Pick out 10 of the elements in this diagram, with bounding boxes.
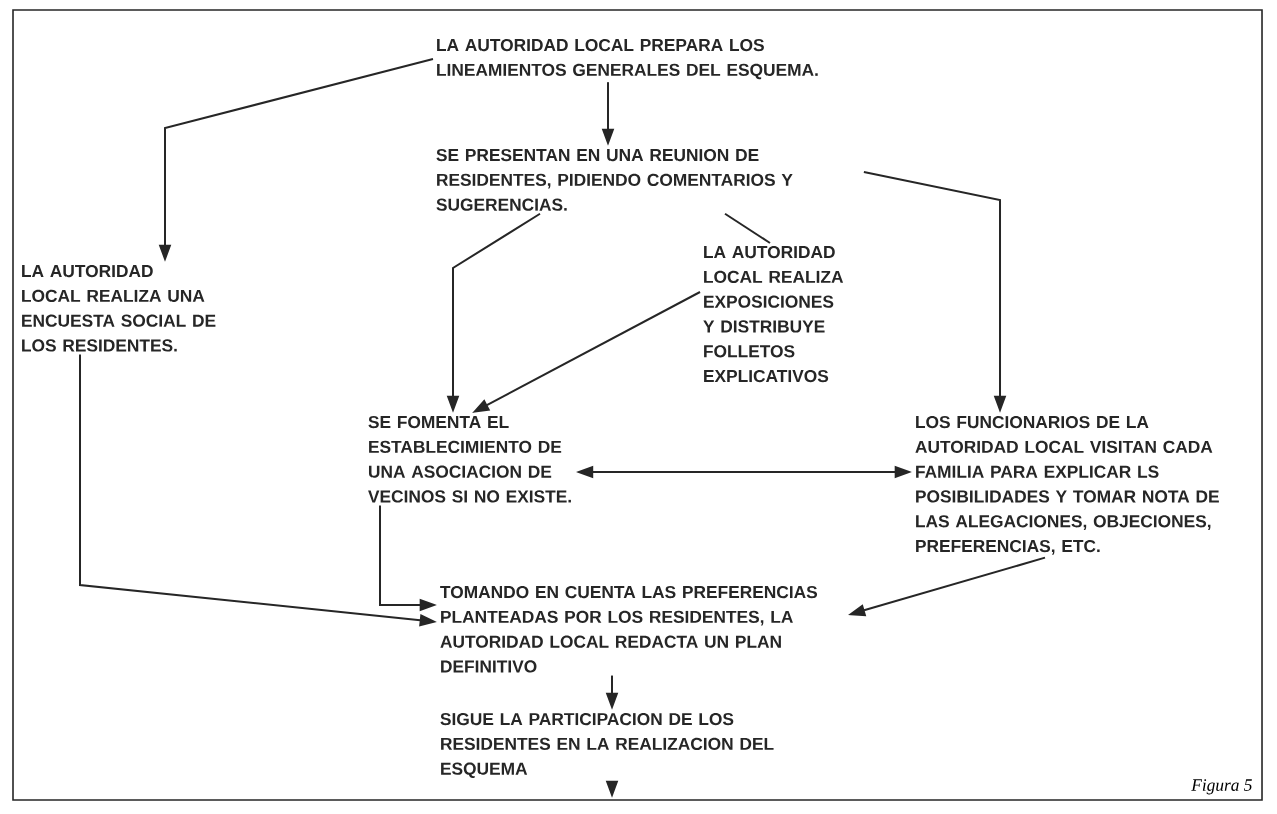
step-text: LA AUTORIDAD LOCAL REALIZA UNA ENCUESTA SOCIAL DE LOS RESIDENTES.	[22, 264, 216, 352]
step-text: LA AUTORIDAD LOCAL PREPARA LOS LINEAMIENTOS GENERALES DEL ESQUEMA.	[437, 38, 818, 80]
figure-caption: Figura 5	[1191, 779, 1252, 795]
connector-line	[724, 212, 771, 244]
step-text: SE PRESENTAN EN UNA REUNION DE RESIDENTES, PIDIENDO COMENTARIOS Y SUGERENCIAS.	[436, 148, 793, 211]
step-text: LA AUTORIDAD LOCAL REALIZA EXPOSICIONES Y DISTRIBUYE FOLLETOS EXPLICATIVOS	[703, 245, 844, 383]
step-text: TOMANDO EN CUENTA LAS PREFERENCIAS PLANTEADAS POR LOS RESIDENTES, LA AUTORIDAD LOCAL REDACTA UN PLAN DEFINITIVO	[440, 585, 818, 673]
step-text: SIGUE LA PARTICIPACION DE LOS RESIDENTES EN LA REALIZACION DEL ESQUEMA	[440, 712, 774, 779]
step-text: SE FOMENTA EL ESTABLECIMIENTO DE UNA ASOCIACION DE VECINOS SI NO EXISTE.	[368, 415, 571, 503]
step-text: LOS FUNCIONARIOS DE LA AUTORIDAD LOCAL VISITAN CADA FAMILIA PARA EXPLICAR LS POSIBILIDADES Y TOMAR NOTA DE LAS ALEGACIONES, OBJECIONES, PREFERENCIAS, ETC.	[915, 415, 1219, 555]
